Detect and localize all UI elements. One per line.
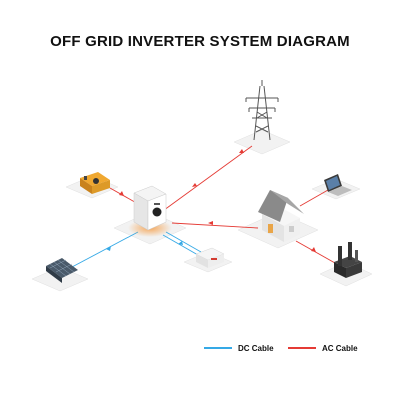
ac-arrow-generator	[119, 191, 124, 196]
factory-icon	[334, 242, 362, 278]
dc-cable-battery-2	[165, 231, 202, 253]
battery-icon	[195, 247, 225, 268]
transmission-tower-icon	[245, 80, 279, 141]
legend-ac: AC Cable	[288, 342, 358, 354]
ac-cable-swatch	[288, 347, 316, 349]
house-icon	[258, 190, 304, 242]
dc-cable-swatch	[204, 347, 232, 349]
ac-arrow-factory	[311, 247, 316, 252]
dc-arrows	[106, 241, 183, 251]
dc-cable-battery-1	[162, 234, 199, 256]
inverter-icon	[128, 185, 172, 237]
dc-cables	[71, 231, 202, 268]
tower-platform	[233, 129, 291, 155]
legend-dc: DC Cable	[204, 342, 274, 354]
ac-cable-label: AC Cable	[322, 343, 358, 353]
solar-panel-icon	[46, 258, 78, 283]
ac-arrow-tower	[239, 149, 244, 153]
platforms	[31, 129, 373, 292]
ac-cable-laptop	[299, 189, 329, 207]
ac-cable-factory	[295, 240, 336, 264]
dc-cable-label: DC Cable	[238, 343, 274, 353]
ac-cable-tower	[159, 145, 253, 214]
ac-arrows	[119, 149, 316, 252]
ac-cable-house	[171, 222, 259, 229]
laptop-icon	[324, 174, 352, 196]
diagram-title: OFF GRID INVERTER SYSTEM DIAGRAM	[50, 33, 350, 50]
dc-cable-solar	[71, 231, 139, 268]
dc-arrow-battery	[178, 241, 183, 245]
dc-arrow-solar	[106, 246, 111, 251]
generator-icon	[80, 172, 110, 194]
ac-arrow-tower-2	[192, 183, 197, 187]
ac-arrow-house	[208, 221, 213, 225]
